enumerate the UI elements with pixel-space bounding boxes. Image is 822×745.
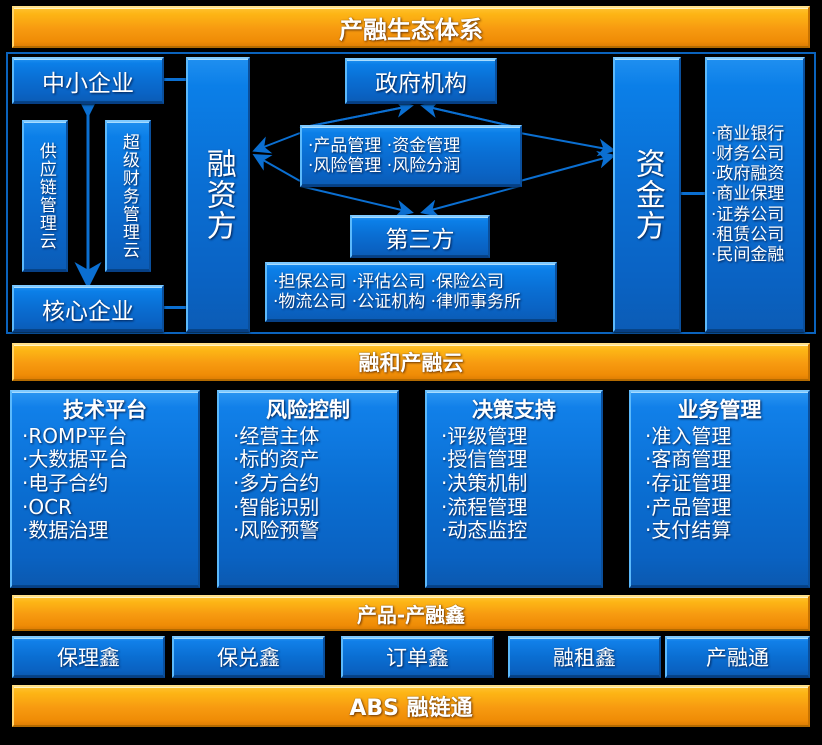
box-sme-label: 中小企业 xyxy=(42,70,134,97)
capability-item: ·评级管理 xyxy=(441,423,528,448)
box-supply-chain-cloud[interactable]: 供应链管理云 xyxy=(22,120,68,272)
box-super-finance-cloud[interactable]: 超级财务管理云 xyxy=(105,120,151,272)
capability-column-body: 技术平台 ·ROMP平台 ·大数据平台 ·电子合约 ·OCR ·数据治理 xyxy=(12,398,198,543)
management-item: ·产品管理 ·资金管理 xyxy=(308,135,461,156)
capital-item: ·商业银行 xyxy=(711,124,785,145)
product-band-title: 产品-产融鑫 xyxy=(356,602,466,627)
product-label: 保理鑫 xyxy=(57,646,120,670)
third-party-item: ·担保公司 ·评估公司 ·保险公司 xyxy=(273,271,505,292)
box-capital-provider-label: 资金方 xyxy=(629,148,665,241)
capability-title: 决策支持 xyxy=(472,398,556,422)
capability-item: ·智能识别 xyxy=(233,494,320,519)
capability-column-tech[interactable]: 技术平台 ·ROMP平台 ·大数据平台 ·电子合约 ·OCR ·数据治理 xyxy=(10,390,200,588)
capability-item: ·OCR xyxy=(22,494,72,519)
capability-item: ·动态监控 xyxy=(441,518,528,543)
product-label: 保兑鑫 xyxy=(217,646,280,670)
box-core-enterprise[interactable]: 核心企业 xyxy=(12,285,164,332)
capability-item: ·决策机制 xyxy=(441,470,528,495)
capability-item: ·风险预警 xyxy=(233,518,320,543)
box-capital-provider[interactable]: 资金方 xyxy=(613,57,681,332)
box-financier[interactable]: 融资方 xyxy=(186,57,250,332)
box-core-enterprise-label: 核心企业 xyxy=(42,298,134,325)
ecosystem-frame xyxy=(6,52,816,334)
third-party-item: ·物流公司 ·公证机构 ·律师事务所 xyxy=(273,292,522,312)
capability-item: ·电子合约 xyxy=(22,470,109,495)
capability-item: ·存证管理 xyxy=(645,470,732,495)
capability-item: ·多方合约 xyxy=(233,470,320,495)
capability-column-business[interactable]: 业务管理 ·准入管理 ·客商管理 ·存证管理 ·产品管理 ·支付结算 xyxy=(629,390,810,588)
cloud-band: 融和产融云 xyxy=(12,343,810,381)
capital-item: ·财务公司 xyxy=(711,144,785,165)
capability-column-decision[interactable]: 决策支持 ·评级管理 ·授信管理 ·决策机制 ·流程管理 ·动态监控 xyxy=(425,390,603,588)
connector-capital-to-list xyxy=(680,192,706,195)
capability-column-body: 决策支持 ·评级管理 ·授信管理 ·决策机制 ·流程管理 ·动态监控 xyxy=(427,398,601,543)
capital-item: ·政府融资 xyxy=(711,164,785,185)
product-box[interactable]: 订单鑫 xyxy=(341,636,494,678)
capability-item: ·授信管理 xyxy=(441,447,528,472)
footer-band: ABS 融链通 xyxy=(12,685,810,727)
capability-item: ·经营主体 xyxy=(233,423,320,448)
capability-item: ·支付结算 xyxy=(645,518,732,543)
product-box[interactable]: 产融通 xyxy=(665,636,810,678)
product-label: 产融通 xyxy=(706,646,769,670)
capability-title: 技术平台 xyxy=(63,398,147,422)
box-third-party[interactable]: 第三方 xyxy=(350,215,490,258)
capability-title: 风险控制 xyxy=(266,398,350,422)
footer-band-title: ABS 融链通 xyxy=(349,696,473,721)
capability-item: ·标的资产 xyxy=(233,447,320,472)
management-item: ·风险管理 ·风险分润 xyxy=(308,156,461,176)
box-sme[interactable]: 中小企业 xyxy=(12,57,164,104)
product-label: 订单鑫 xyxy=(386,646,449,670)
cloud-band-title: 融和产融云 xyxy=(358,351,464,375)
product-box[interactable]: 保兑鑫 xyxy=(172,636,325,678)
box-supply-chain-cloud-label: 供应链管理云 xyxy=(35,142,56,250)
product-box[interactable]: 融租鑫 xyxy=(508,636,661,678)
box-government-label: 政府机构 xyxy=(375,71,467,97)
capability-title: 业务管理 xyxy=(677,398,762,422)
box-capital-items[interactable]: ·商业银行 ·财务公司 ·政府融资 ·商业保理 ·证券公司 ·租赁公司 ·民间金… xyxy=(705,57,805,332)
product-box[interactable]: 保理鑫 xyxy=(12,636,165,678)
capital-items-list: ·商业银行 ·财务公司 ·政府融资 ·商业保理 ·证券公司 ·租赁公司 ·民间金… xyxy=(707,124,803,264)
capital-item: ·商业保理 xyxy=(711,184,785,205)
product-band: 产品-产融鑫 xyxy=(12,595,810,631)
capability-item: ·准入管理 xyxy=(645,423,732,448)
box-financier-label: 融资方 xyxy=(200,148,236,241)
connector-sme-to-financier xyxy=(163,78,187,81)
capability-item: ·ROMP平台 xyxy=(22,423,128,448)
box-third-party-items[interactable]: ·担保公司 ·评估公司 ·保险公司 ·物流公司 ·公证机构 ·律师事务所 xyxy=(265,262,557,322)
header-title-text: 产融生态体系 xyxy=(339,15,483,44)
capability-item: ·数据治理 xyxy=(22,518,109,543)
capability-column-risk[interactable]: 风险控制 ·经营主体 ·标的资产 ·多方合约 ·智能识别 ·风险预警 xyxy=(217,390,399,588)
product-label: 融租鑫 xyxy=(553,646,616,670)
box-management-items[interactable]: ·产品管理 ·资金管理 ·风险管理 ·风险分润 xyxy=(300,125,522,187)
capability-item: ·大数据平台 xyxy=(22,447,129,472)
header-title-bar: 产融生态体系 xyxy=(12,6,810,48)
capital-item: ·租赁公司 xyxy=(711,224,785,245)
third-party-items-list: ·担保公司 ·评估公司 ·保险公司 ·物流公司 ·公证机构 ·律师事务所 xyxy=(267,272,555,312)
management-items-list: ·产品管理 ·资金管理 ·风险管理 ·风险分润 xyxy=(302,136,520,176)
connector-core-to-financier xyxy=(163,306,187,309)
capital-item: ·证券公司 xyxy=(711,204,785,225)
capability-column-body: 业务管理 ·准入管理 ·客商管理 ·存证管理 ·产品管理 ·支付结算 xyxy=(631,398,808,543)
box-government[interactable]: 政府机构 xyxy=(345,58,497,104)
capital-item: ·民间金融 xyxy=(711,244,785,265)
capability-item: ·产品管理 xyxy=(645,494,732,519)
box-super-finance-cloud-label: 超级财务管理云 xyxy=(118,133,139,259)
capability-item: ·流程管理 xyxy=(441,494,528,519)
box-third-party-label: 第三方 xyxy=(385,226,455,253)
capability-column-body: 风险控制 ·经营主体 ·标的资产 ·多方合约 ·智能识别 ·风险预警 xyxy=(219,398,397,543)
capability-item: ·客商管理 xyxy=(645,447,732,472)
